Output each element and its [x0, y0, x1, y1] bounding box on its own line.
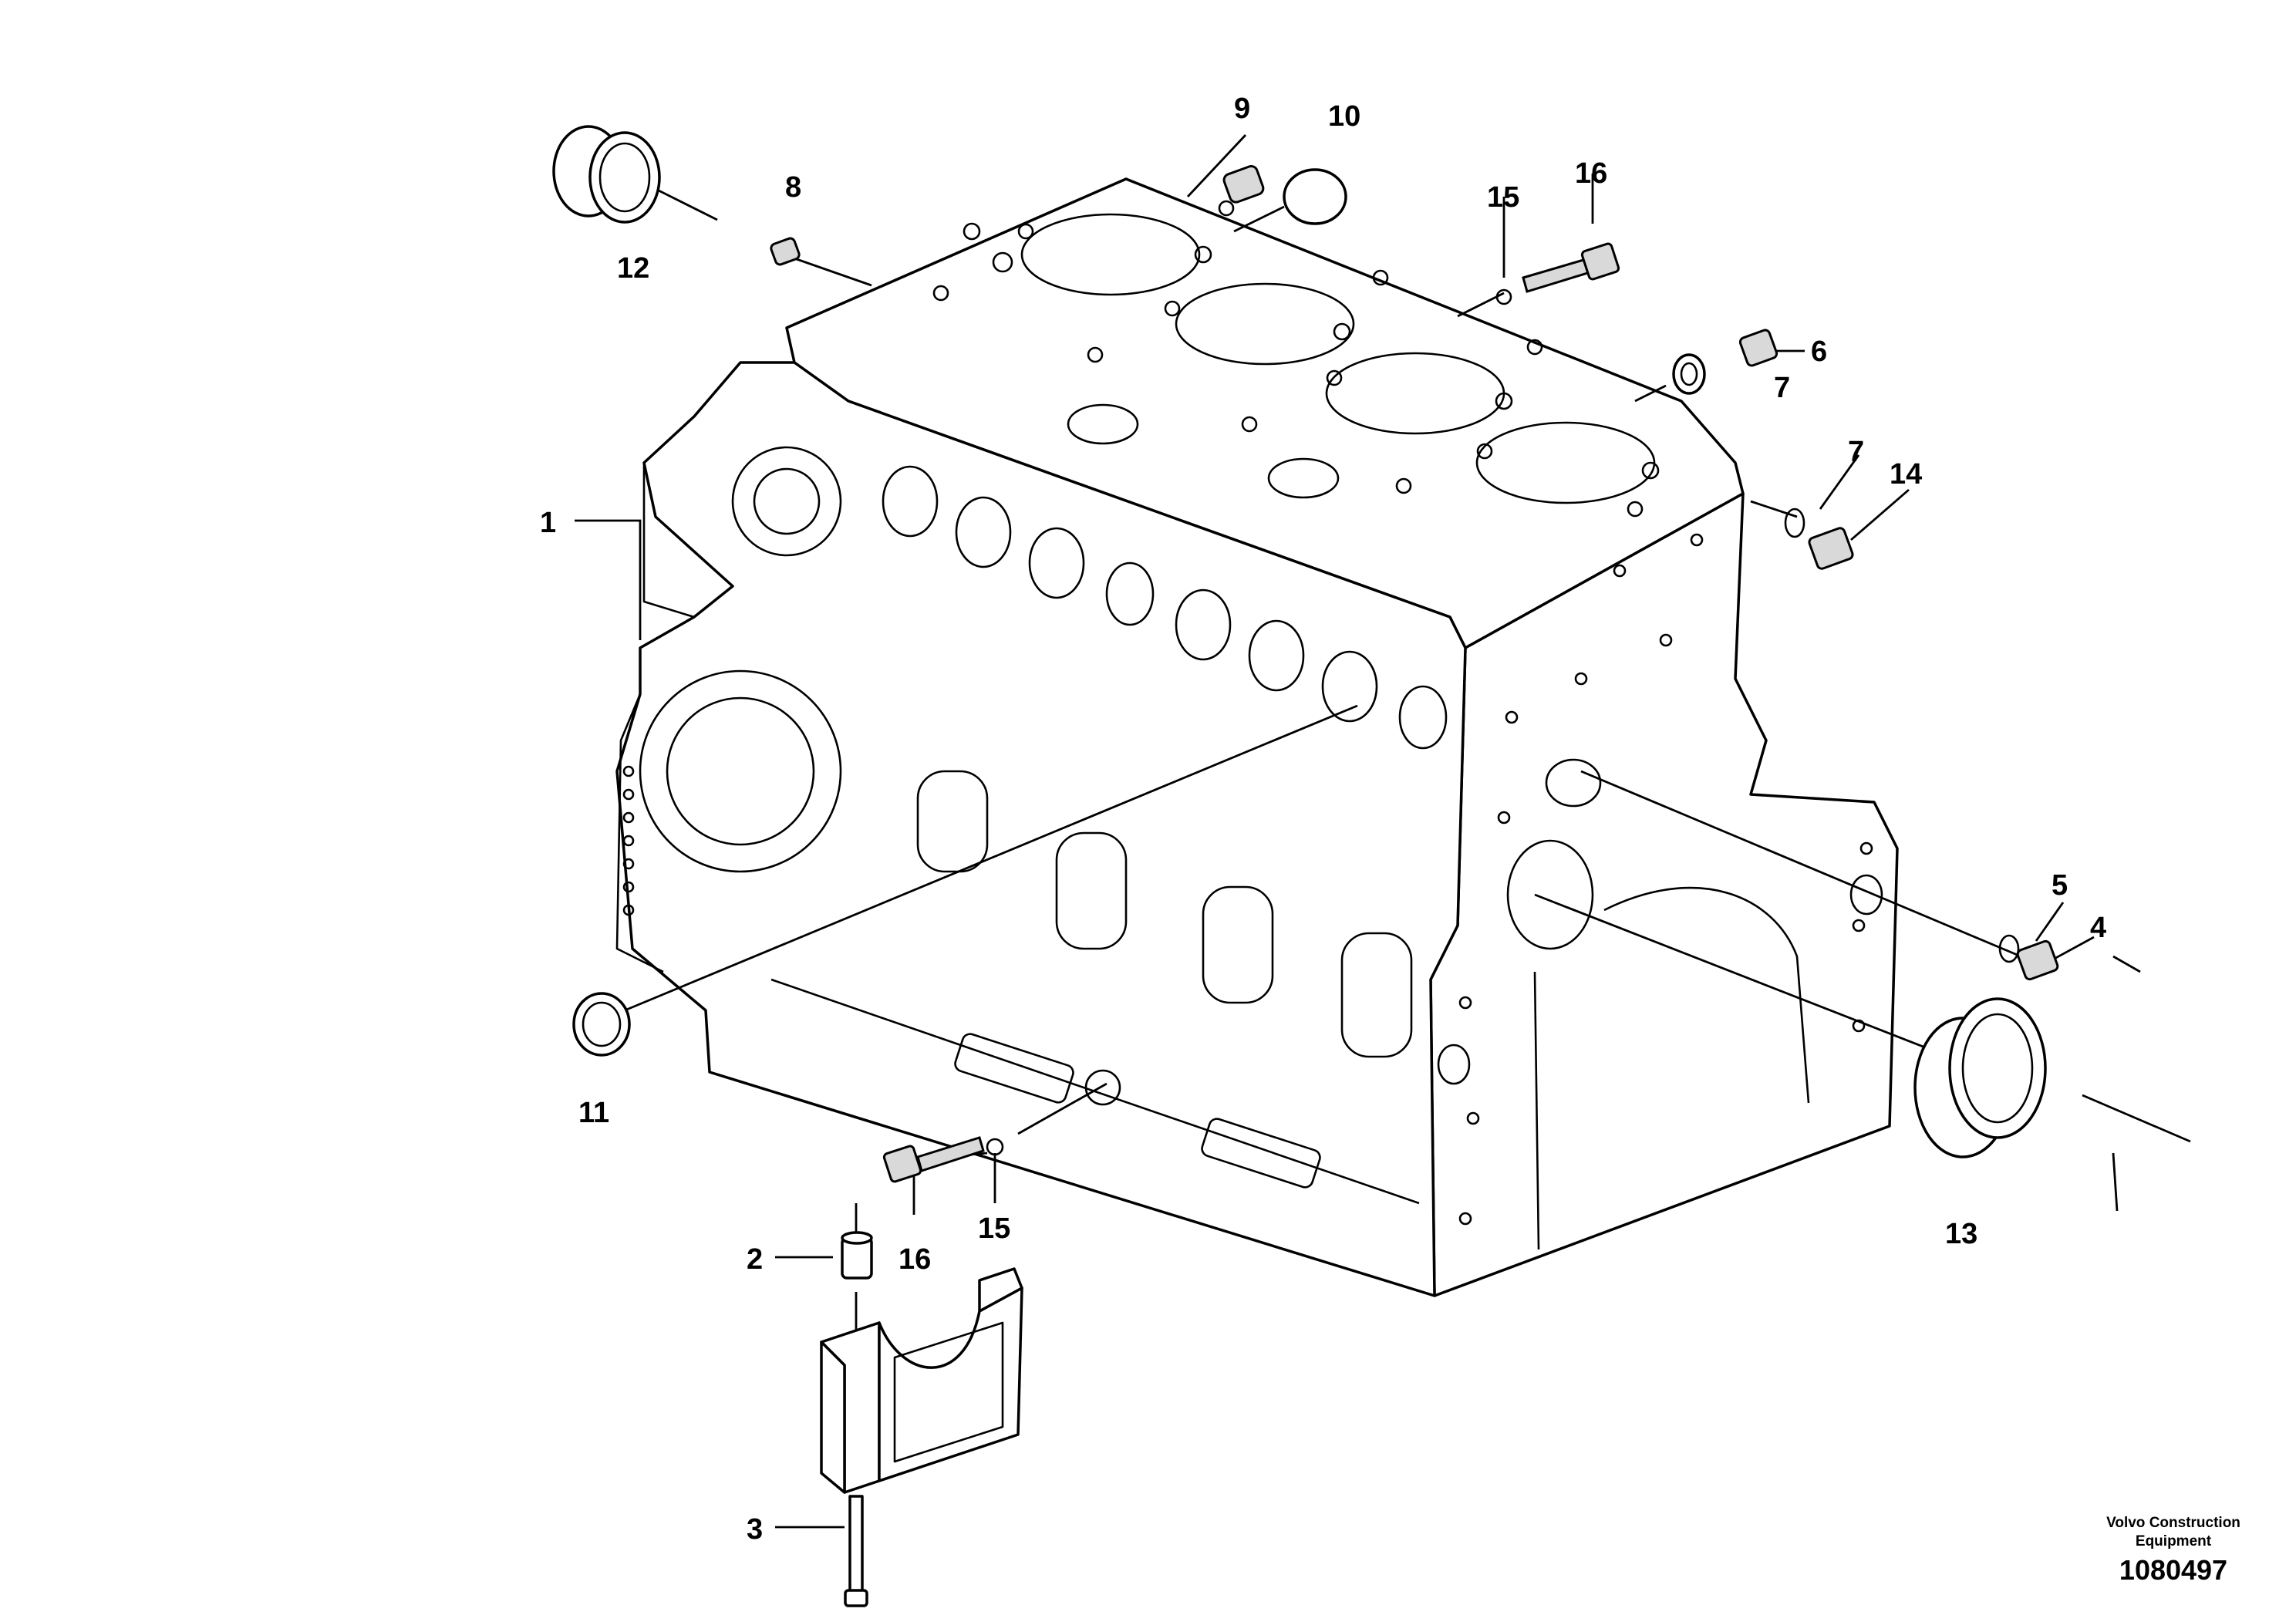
ring-5 — [1998, 934, 2020, 963]
callout-5: 5 — [2052, 869, 2068, 902]
o-ring-15-top — [1495, 288, 1512, 305]
callout-7-b: 7 — [1848, 436, 1864, 468]
bolt-16-top — [1522, 242, 1620, 293]
callout-10: 10 — [1328, 100, 1360, 133]
callout-1: 1 — [540, 507, 556, 539]
callout-14: 14 — [1890, 458, 1922, 491]
callout-7-a: 7 — [1774, 372, 1790, 404]
ring-7-right — [1784, 508, 1805, 538]
callout-3: 3 — [747, 1513, 763, 1546]
callout-15-b: 15 — [978, 1212, 1010, 1245]
callout-8: 8 — [785, 171, 801, 204]
leader-lines — [575, 134, 2191, 1529]
callout-4: 4 — [2090, 912, 2106, 944]
plug-8 — [770, 237, 801, 266]
title-block: Volvo Construction Equipment 1080497 — [2106, 1515, 2240, 1586]
plug-6 — [1738, 329, 1778, 367]
plug-9 — [1222, 165, 1265, 204]
plug-14 — [1808, 527, 1854, 570]
brand-line-2: Equipment — [2136, 1533, 2212, 1549]
bearing-cap — [820, 1267, 1023, 1494]
callout-2: 2 — [747, 1243, 763, 1276]
cup-plug-12 — [552, 125, 661, 224]
bolt-3 — [844, 1495, 868, 1607]
callout-labels: 1 2 3 4 5 6 7 7 8 9 10 11 12 13 14 15 15… — [540, 93, 2106, 1546]
callout-6: 6 — [1811, 336, 1827, 368]
callout-16-b: 16 — [899, 1243, 931, 1276]
o-ring-15-bottom — [986, 1138, 1004, 1156]
callout-11: 11 — [578, 1097, 609, 1129]
drawing-number: 1080497 — [2119, 1554, 2227, 1586]
dowel-2 — [841, 1231, 873, 1280]
cap-10 — [1283, 168, 1347, 225]
callout-16-a: 16 — [1575, 157, 1607, 190]
bolt-16-bottom — [882, 1136, 985, 1183]
callout-9: 9 — [1234, 93, 1250, 125]
plug-11 — [572, 992, 631, 1057]
callout-12: 12 — [617, 252, 649, 285]
washer-7-top — [1672, 353, 1706, 395]
cylinder-block — [615, 177, 1899, 1297]
callout-15-a: 15 — [1487, 181, 1519, 214]
plug-4 — [2016, 939, 2059, 981]
seal-13 — [1913, 997, 2047, 1158]
loose-parts — [552, 125, 2059, 1607]
brand-line-1: Volvo Construction — [2106, 1515, 2240, 1531]
callout-13: 13 — [1945, 1218, 1977, 1250]
